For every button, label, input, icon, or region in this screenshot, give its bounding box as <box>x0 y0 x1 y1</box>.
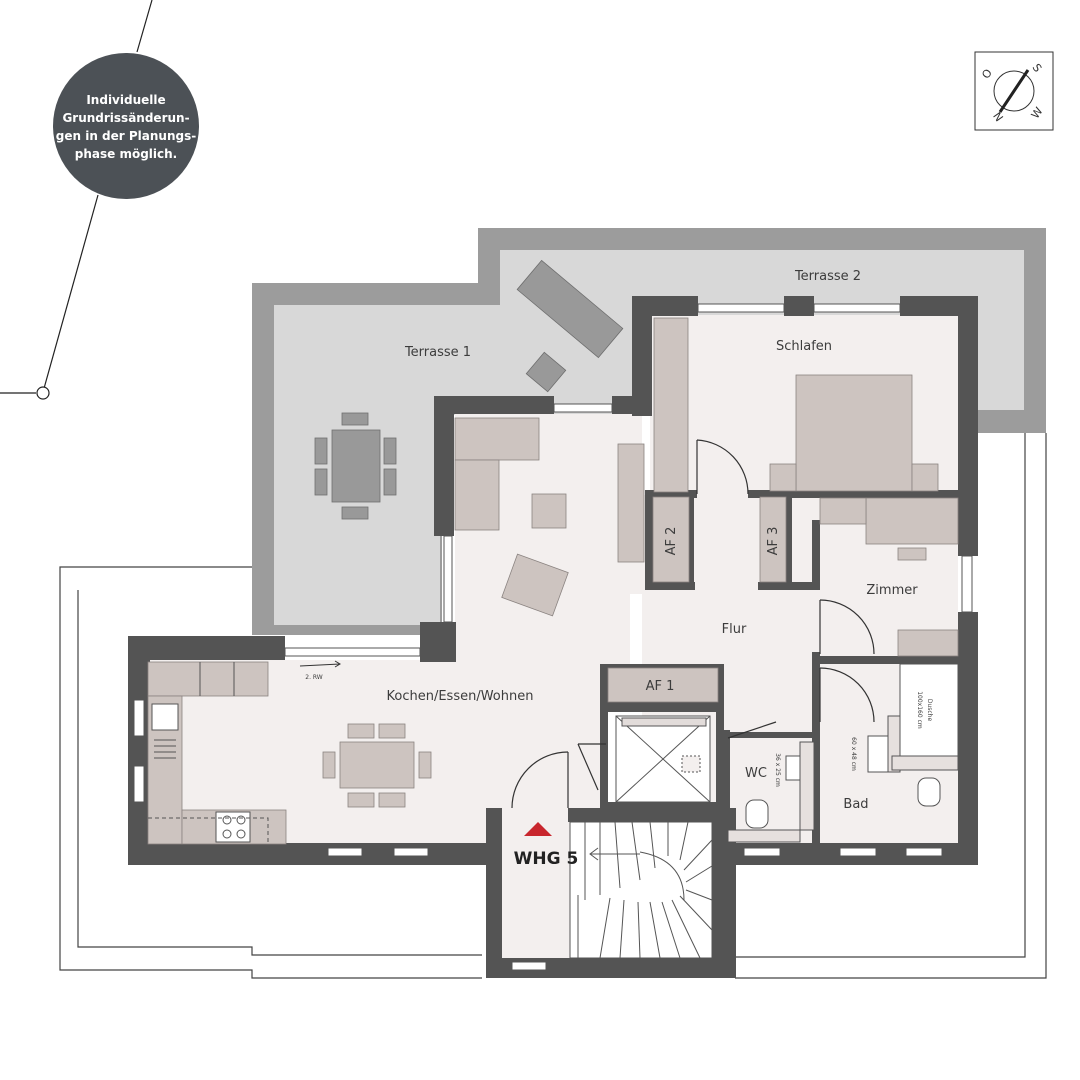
label-rw: 2. RW <box>305 674 323 681</box>
doors <box>511 439 875 809</box>
compass: O S W N <box>974 51 1054 131</box>
label-af3: AF 3 <box>766 527 781 556</box>
badge-line-2: Grundrissänderun- <box>62 111 189 125</box>
badge-line-3: gen in der Planungs- <box>56 129 196 143</box>
label-af1: AF 1 <box>646 679 675 694</box>
label-dusche-size: 100x160 cm <box>916 691 923 729</box>
sanitary-fixtures <box>727 663 959 843</box>
label-bad: Bad <box>843 797 868 812</box>
entrance-marker-icon <box>524 822 552 836</box>
label-af2: AF 2 <box>664 527 679 556</box>
rw-arrow <box>299 660 341 668</box>
badge-line-1: Individuelle <box>86 93 165 107</box>
label-flur: Flur <box>722 622 747 637</box>
terrace-furniture <box>314 259 624 520</box>
furniture <box>147 317 959 845</box>
label-schlafen: Schlafen <box>776 339 832 354</box>
label-unit: WHG 5 <box>514 849 579 869</box>
info-badge: Individuelle Grundrissänderun- gen in de… <box>53 53 199 199</box>
label-wc-sink-size: 36 x 25 cm <box>774 753 781 787</box>
label-dusche: Dusche <box>926 699 933 722</box>
staircase <box>569 821 713 959</box>
windows <box>133 303 973 971</box>
kitchen-details <box>148 662 269 844</box>
label-bad-sink-size: 60 x 48 cm <box>850 737 857 771</box>
compass-needle-icon <box>998 69 1030 113</box>
label-kochen-essen-wohnen: Kochen/Essen/Wohnen <box>387 689 534 704</box>
label-terrasse-1: Terrasse 1 <box>404 345 471 360</box>
label-zimmer: Zimmer <box>866 583 918 598</box>
badge-line-4: phase möglich. <box>75 147 177 161</box>
shower <box>615 715 711 803</box>
leader-line <box>0 0 153 400</box>
room-labels: Terrasse 1 Terrasse 2 Schlafen Zimmer Fl… <box>387 269 919 812</box>
annotations: 2. RW Dusche 100x160 cm 36 x 25 cm 60 x … <box>305 674 933 869</box>
label-wc: WC <box>745 766 767 781</box>
site-outline <box>59 433 1047 979</box>
label-terrasse-2: Terrasse 2 <box>794 269 861 284</box>
